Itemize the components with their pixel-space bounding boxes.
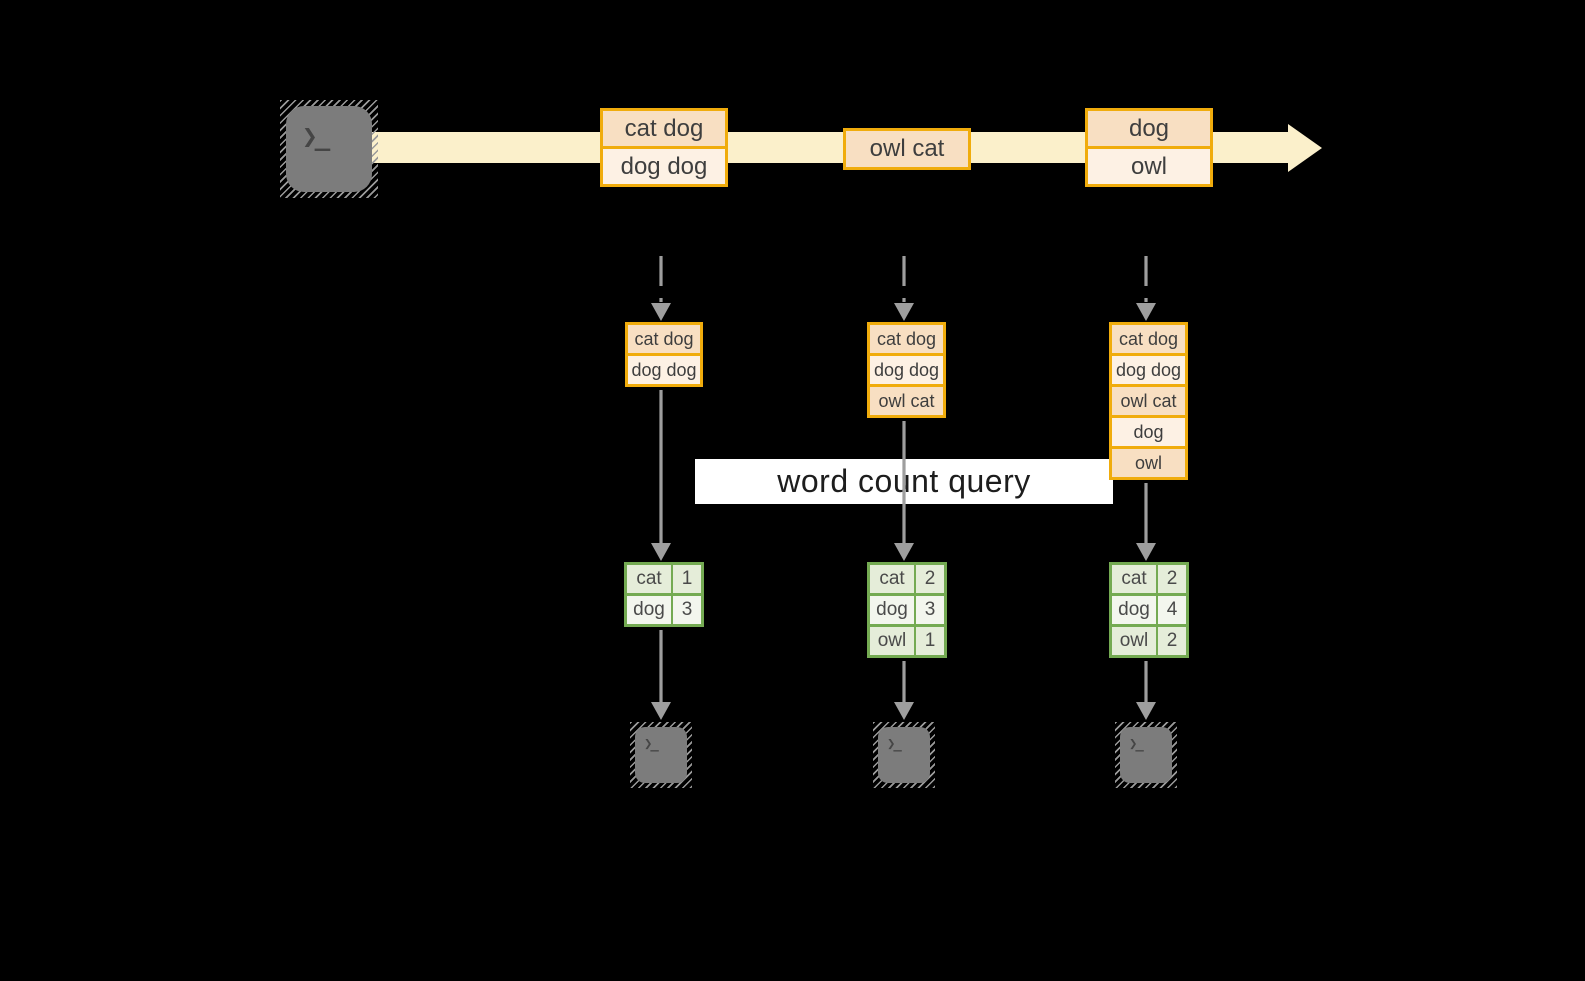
word-cell: dog <box>870 596 916 624</box>
buffer-row: owl cat <box>870 384 943 415</box>
terminal-screen: ❯_ <box>878 727 930 783</box>
event-buffer-2: cat dog dog dog owl cat <box>867 322 946 418</box>
word-cell: cat <box>1112 565 1158 593</box>
stream-arrowhead-icon <box>1288 124 1322 172</box>
terminal-prompt-glyph: ❯_ <box>644 736 659 752</box>
count-row: cat 2 <box>870 565 944 593</box>
stream-event-2: owl cat <box>843 128 971 170</box>
terminal-prompt-glyph: ❯_ <box>302 122 330 152</box>
count-cell: 1 <box>681 568 693 589</box>
buffer-row: cat dog <box>870 325 943 353</box>
count-cell: 2 <box>1166 630 1178 651</box>
buffer-row: cat dog <box>628 325 700 353</box>
buffer-row: owl cat <box>1112 384 1185 415</box>
event-buffer-1: cat dog dog dog <box>625 322 703 387</box>
count-cell: 2 <box>924 568 936 589</box>
count-table-1: cat 1 dog 3 <box>624 562 704 627</box>
buffer-row: cat dog <box>1112 325 1185 353</box>
terminal-screen: ❯_ <box>635 727 687 783</box>
sink-terminal-icon-2: ❯_ <box>873 722 935 788</box>
count-table-3: cat 2 dog 4 owl 2 <box>1109 562 1189 658</box>
terminal-prompt-glyph: ❯_ <box>1129 736 1144 752</box>
count-row: cat 2 <box>1112 565 1186 593</box>
count-row: cat 1 <box>627 565 701 593</box>
count-cell: 4 <box>1166 599 1178 620</box>
stream-event-1: cat dog dog dog <box>600 108 728 187</box>
buffer-row: dog dog <box>628 353 700 384</box>
terminal-screen: ❯_ <box>286 106 372 192</box>
count-row: dog 3 <box>627 593 701 624</box>
buffer-row: owl <box>1112 446 1185 477</box>
count-cell: 3 <box>924 599 936 620</box>
buffer-row: dog dog <box>1112 353 1185 384</box>
word-cell: owl <box>1112 627 1158 655</box>
terminal-screen: ❯_ <box>1120 727 1172 783</box>
word-cell: owl <box>870 627 916 655</box>
stream-event-line: dog dog <box>603 146 725 184</box>
buffer-row: dog dog <box>870 353 943 384</box>
word-cell: cat <box>627 565 673 593</box>
count-row: dog 3 <box>870 593 944 624</box>
word-cell: dog <box>627 596 673 624</box>
sink-terminal-icon-3: ❯_ <box>1115 722 1177 788</box>
sink-terminal-icon-1: ❯_ <box>630 722 692 788</box>
word-cell: dog <box>1112 596 1158 624</box>
stream-event-line: cat dog <box>603 111 725 146</box>
word-cell: cat <box>870 565 916 593</box>
count-row: dog 4 <box>1112 593 1186 624</box>
stream-event-3: dog owl <box>1085 108 1213 187</box>
stream-event-line: owl <box>1088 146 1210 184</box>
count-cell: 2 <box>1166 568 1178 589</box>
count-row: owl 2 <box>1112 624 1186 655</box>
event-buffer-3: cat dog dog dog owl cat dog owl <box>1109 322 1188 480</box>
count-row: owl 1 <box>870 624 944 655</box>
terminal-prompt-glyph: ❯_ <box>887 736 902 752</box>
source-terminal-icon: ❯_ <box>280 100 378 198</box>
stream-event-line: owl cat <box>846 131 968 167</box>
count-cell: 1 <box>924 630 936 651</box>
buffer-row: dog <box>1112 415 1185 446</box>
count-table-2: cat 2 dog 3 owl 1 <box>867 562 947 658</box>
stream-event-line: dog <box>1088 111 1210 146</box>
count-cell: 3 <box>681 599 693 620</box>
